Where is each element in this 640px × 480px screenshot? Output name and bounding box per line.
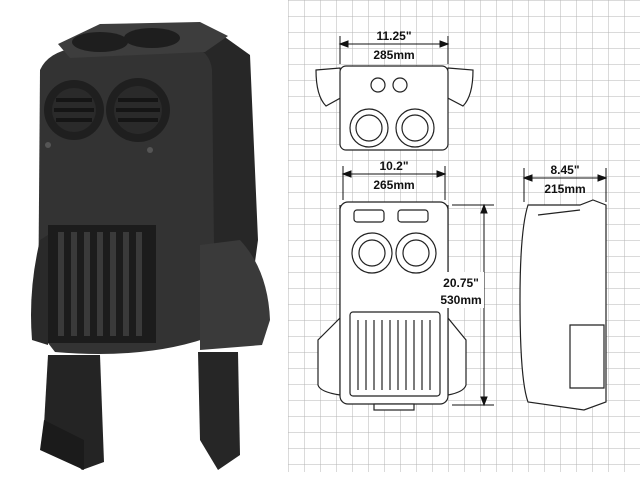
depth-inches: 8.45" (550, 163, 579, 177)
depth-mm: 215mm (544, 182, 585, 196)
front-width-mm: 265mm (373, 178, 414, 192)
front-grille (48, 225, 156, 343)
height-mm: 530mm (440, 293, 481, 307)
dial-icon (392, 77, 408, 93)
front-width-inches: 10.2" (379, 159, 408, 173)
top-vent-right (124, 28, 180, 48)
leg-foot (40, 420, 84, 470)
screw (45, 142, 51, 148)
side-view (519, 199, 607, 411)
top-width-mm: 285mm (373, 48, 414, 62)
top-vent-left (72, 32, 128, 52)
heater-unit-photo (31, 22, 270, 470)
height-inches: 20.75" (443, 276, 479, 290)
side-fin-right (200, 240, 270, 350)
dial-icon (370, 77, 386, 93)
screw (147, 147, 153, 153)
right-leg (198, 352, 240, 470)
dimension-drawing: 11.25" 285mm 10.2" 265mm 8.45" 215mm 20.… (288, 0, 640, 472)
grille-icon (349, 311, 441, 397)
front-view (317, 201, 467, 411)
top-view (315, 65, 474, 151)
side-fin-left (31, 235, 48, 345)
top-width-inches: 11.25" (376, 29, 411, 43)
front-vent-right (106, 78, 170, 142)
front-vent-left (44, 80, 104, 140)
